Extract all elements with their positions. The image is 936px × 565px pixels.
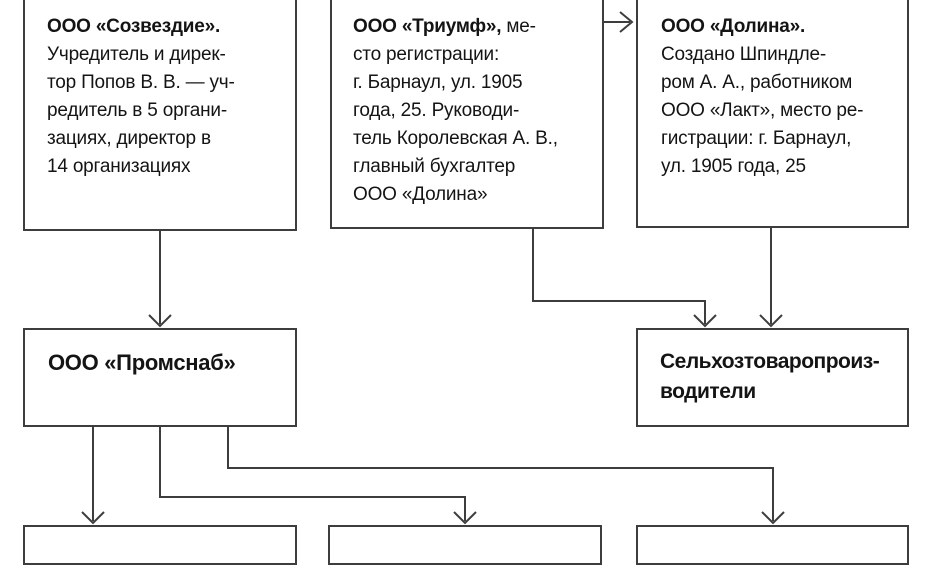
box-triumf-line: главный бухгалтер [353,156,516,177]
box-triumf-line: сто регистрации: [353,44,500,65]
box-sozvezdie-line: тор Попов В. В. — уч- [47,72,235,93]
arrow-triumf-to-selhoz [532,226,717,328]
box-sozvezdie: ООО «Созвездие». Учредитель и дирек- тор… [23,0,297,231]
arrow-triumf-to-dolina [602,11,634,33]
box-triumf: ООО «Триумф», ме- сто регистрации: г. Ба… [330,0,604,229]
box-bottom-middle [328,525,602,565]
box-dolina-line: Создано Шпиндле- [661,44,827,65]
diagram-canvas: ООО «Созвездие». Учредитель и дирек- тор… [23,0,909,565]
arrow-promsnab-to-bottom-middle [159,424,477,525]
box-dolina-line: ООО «Лакт», место ре- [661,100,864,121]
box-triumf-line: ООО «Триумф», ме- [353,16,536,37]
box-dolina-line: ООО «Долина». [661,13,899,41]
box-bottom-left [23,525,297,565]
box-sozvezdie-line: Учредитель и дирек- [47,44,226,65]
arrow-dolina-to-selhoz [759,226,783,328]
box-dolina-line: гистрации: г. Барнаул, [661,128,852,149]
box-sozvezdie-line: 14 организациях [47,156,191,177]
box-triumf-line: тель Королевская А. В., [353,128,558,149]
box-triumf-line: ООО «Долина» [353,184,488,205]
box-triumf-line: года, 25. Руководи- [353,100,520,121]
box-promsnab-title: ООО «Промснаб» [48,350,236,375]
box-dolina: ООО «Долина». Создано Шпиндле- ром А. А.… [636,0,909,228]
box-selhoz-line: Сельхозтоваропроиз- [660,350,880,373]
box-sozvezdie-line: ООО «Созвездие». [47,13,285,41]
box-sozvezdie-line: редитель в 5 органи- [47,100,227,121]
box-triumf-title: ООО «Триумф», [353,16,502,37]
box-selhoz: Сельхозтоваропроиз- водители [636,328,909,427]
connector-layer [81,11,785,525]
box-sozvezdie-title: ООО «Созвездие». [47,16,221,37]
arrow-promsnab-to-bottom-right [227,424,785,525]
box-triumf-line: г. Барнаул, ул. 1905 [353,72,523,93]
box-dolina-title: ООО «Долина». [661,16,806,37]
box-sozvezdie-line: зациях, директор в [47,128,211,149]
box-dolina-line: ром А. А., работником [661,72,853,93]
box-bottom-right [636,525,909,565]
box-selhoz-line: водители [660,380,756,403]
arrow-sozvezdie-to-promsnab [148,228,172,328]
box-promsnab: ООО «Промснаб» [23,328,297,427]
arrow-promsnab-to-bottom-left [81,424,105,525]
box-dolina-line: ул. 1905 года, 25 [661,156,806,177]
